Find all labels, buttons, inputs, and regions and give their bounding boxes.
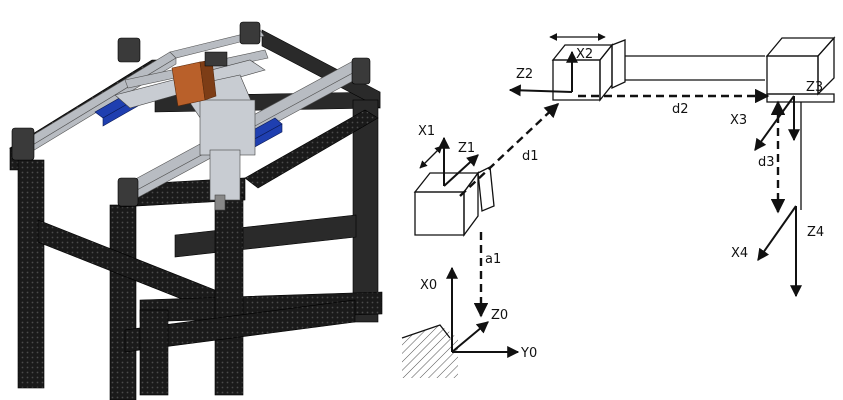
frame3-x-axis-arrow	[754, 95, 795, 151]
joint1-block	[413, 165, 495, 237]
label-x4: X4	[731, 246, 748, 261]
label-z1: Z1	[458, 141, 475, 156]
label-d3: d3	[758, 155, 775, 170]
gantry-end-caps	[11, 21, 371, 207]
label-y0: Y0	[520, 346, 537, 361]
frame1-z-axis-arrow	[443, 154, 479, 187]
label-a1: a1	[485, 252, 501, 267]
label-d2: d2	[672, 102, 689, 117]
kinematic-frame-diagram: X0 Y0 Z0 a1 X1 Z1 d1	[401, 33, 836, 378]
label-x1: X1	[418, 124, 435, 139]
label-z2: Z2	[516, 67, 533, 82]
joint2-block	[551, 39, 626, 102]
label-z3: Z3	[806, 80, 823, 95]
frame0-z-axis-arrow	[451, 321, 489, 353]
frame1-travel-arrow	[419, 145, 443, 169]
ground-hatch	[401, 324, 458, 378]
gantry-motor-block	[171, 51, 228, 107]
label-d1: d1	[522, 149, 539, 164]
gantry-linear-rails	[24, 29, 363, 199]
link-d1	[459, 103, 560, 197]
frame4-x-axis-arrow	[757, 205, 797, 261]
joint3-block	[765, 36, 836, 103]
gantry-cad-render	[8, 21, 383, 400]
frame2-z-axis-arrow	[508, 84, 573, 97]
label-x3: X3	[730, 113, 747, 128]
label-z4: Z4	[807, 225, 824, 240]
label-x0: X0	[420, 278, 437, 293]
label-x2: X2	[576, 47, 593, 62]
label-z0: Z0	[491, 308, 508, 323]
